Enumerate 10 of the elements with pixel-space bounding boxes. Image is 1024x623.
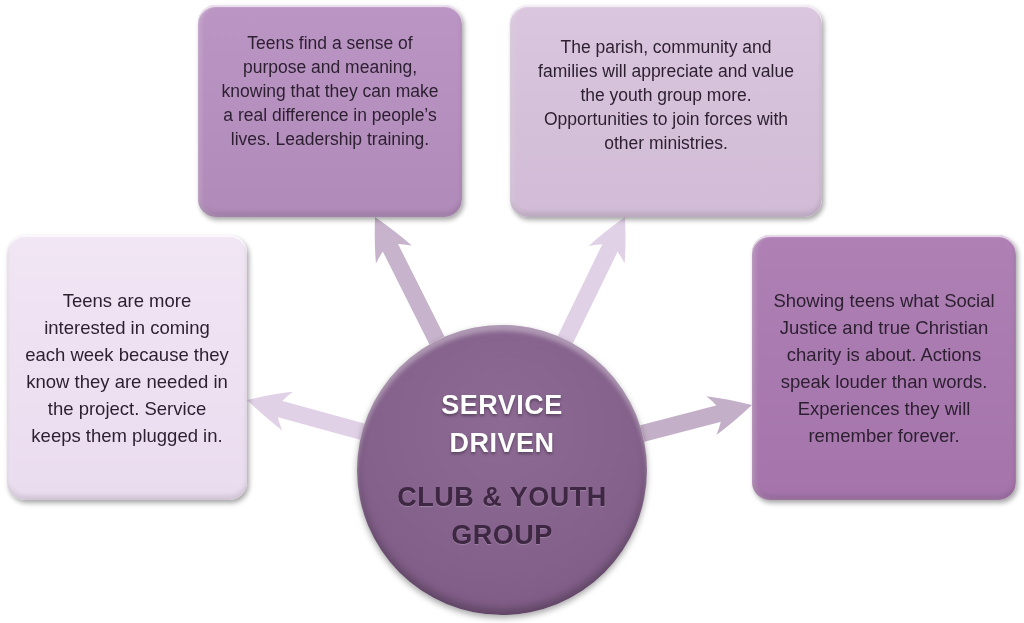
- card-text: Teens are more interested in coming each week because they know they are needed in the project. Service keeps them plugged in.: [24, 288, 230, 448]
- card-text: Showing teens what Social Justice and true Christian charity is about. Actions speak louder than words. Experiences they will remember forever.: [772, 288, 996, 448]
- card-text: Teens find a sense of purpose and meaning, knowing that they can make a real difference in people’s lives. Leadership training.: [220, 32, 440, 151]
- info-card: [510, 5, 822, 217]
- circle-title: SERVICE DRIVEN: [440, 389, 564, 460]
- info-card: [7, 235, 247, 500]
- info-card: [198, 5, 462, 217]
- circle-subtitle: CLUB & YOUTH GROUP: [396, 481, 608, 552]
- card-text: The parish, community and families will appreciate and value the youth group more. Opportunities to join forces with other ministries.: [537, 36, 795, 155]
- info-card: [752, 235, 1016, 500]
